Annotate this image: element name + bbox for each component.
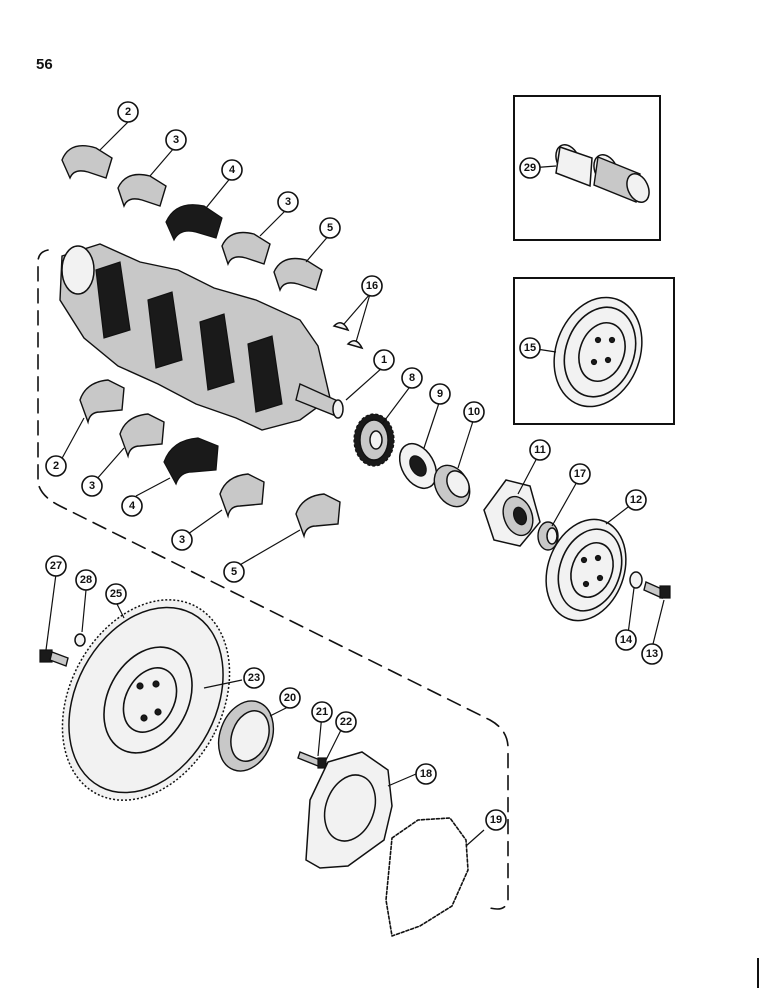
callout-13: 13 (641, 643, 663, 665)
callout-2-upper: 2 (117, 101, 139, 123)
callout-11: 11 (529, 439, 551, 461)
washer-bolt-illustration (629, 571, 671, 599)
svg-text:5: 5 (327, 222, 333, 234)
svg-text:2: 2 (125, 106, 131, 118)
seal-retainer-illustration (305, 751, 393, 869)
page-number: 56 (36, 56, 53, 73)
callout-12: 12 (625, 489, 647, 511)
oil-slinger-illustration (398, 442, 438, 490)
callout-8: 8 (401, 367, 423, 389)
svg-text:1: 1 (381, 354, 387, 366)
callout-3-lower-b: 3 (171, 529, 193, 551)
callout-18: 18 (415, 763, 437, 785)
rear-seal-illustration (217, 700, 275, 772)
svg-text:19: 19 (490, 814, 502, 826)
callout-10: 10 (463, 401, 485, 423)
svg-text:14: 14 (620, 634, 633, 646)
callout-4-upper: 4 (221, 159, 243, 181)
svg-text:10: 10 (468, 406, 480, 418)
pulley-inset-illustration (553, 296, 643, 408)
svg-text:3: 3 (285, 196, 291, 208)
svg-text:23: 23 (248, 672, 260, 684)
svg-text:27: 27 (50, 560, 62, 572)
callout-25: 25 (105, 583, 127, 605)
retainer-gasket-illustration (385, 817, 469, 937)
svg-text:17: 17 (574, 468, 586, 480)
svg-text:13: 13 (646, 648, 658, 660)
svg-text:20: 20 (284, 692, 296, 704)
svg-text:4: 4 (229, 164, 236, 176)
callout-22: 22 (335, 711, 357, 733)
svg-text:3: 3 (179, 534, 185, 546)
svg-text:8: 8 (409, 372, 415, 384)
svg-text:22: 22 (340, 716, 352, 728)
flywheel-illustration (61, 599, 231, 801)
assembly-dashed-outline (37, 249, 509, 910)
callout-2-lower: 2 (45, 455, 67, 477)
bearing-shells-lower (79, 379, 341, 539)
callout-20: 20 (279, 687, 301, 709)
callout-21: 21 (311, 701, 333, 723)
pilot-bushing-illustration (555, 144, 650, 203)
svg-text:21: 21 (316, 706, 328, 718)
svg-text:18: 18 (420, 768, 432, 780)
svg-text:16: 16 (366, 280, 378, 292)
callout-3-lower-a: 3 (81, 475, 103, 497)
callout-14: 14 (615, 629, 637, 651)
crank-hub-illustration (483, 479, 541, 547)
svg-text:3: 3 (173, 134, 179, 146)
retainer-bolt-illustration (297, 751, 327, 769)
callout-1: 1 (373, 349, 395, 371)
callout-9: 9 (429, 383, 451, 405)
leader-lines (45, 121, 665, 847)
svg-text:29: 29 (524, 162, 536, 174)
svg-text:5: 5 (231, 566, 237, 578)
svg-text:12: 12 (630, 494, 642, 506)
callout-17: 17 (569, 463, 591, 485)
callout-16: 16 (361, 275, 383, 297)
inset-box-pulley (513, 277, 675, 425)
svg-text:15: 15 (524, 342, 536, 354)
bearing-shells-upper (61, 145, 323, 293)
callout-29: 29 (519, 157, 541, 179)
svg-text:11: 11 (534, 444, 546, 456)
callout-27: 27 (45, 555, 67, 577)
callout-23: 23 (243, 667, 265, 689)
svg-text:25: 25 (110, 588, 122, 600)
svg-text:9: 9 (437, 388, 443, 400)
inset-box-bushing (513, 95, 661, 241)
callout-3-upper-a: 3 (165, 129, 187, 151)
flywheel-bolt-illustration (39, 633, 86, 667)
callout-15: 15 (519, 337, 541, 359)
svg-text:4: 4 (129, 500, 136, 512)
callout-19: 19 (485, 809, 507, 831)
callout-5-upper: 5 (319, 217, 341, 239)
svg-text:3: 3 (89, 480, 95, 492)
callout-4-lower: 4 (121, 495, 143, 517)
front-seal-illustration (433, 464, 471, 508)
crankshaft-illustration (59, 243, 344, 431)
svg-text:28: 28 (80, 574, 92, 586)
crank-pulley-illustration (545, 518, 627, 622)
spacer-illustration (537, 521, 559, 551)
crank-gear-illustration (353, 413, 395, 467)
svg-text:2: 2 (53, 460, 59, 472)
callout-5-lower: 5 (223, 561, 245, 583)
callout-28: 28 (75, 569, 97, 591)
callout-3-upper-b: 3 (277, 191, 299, 213)
